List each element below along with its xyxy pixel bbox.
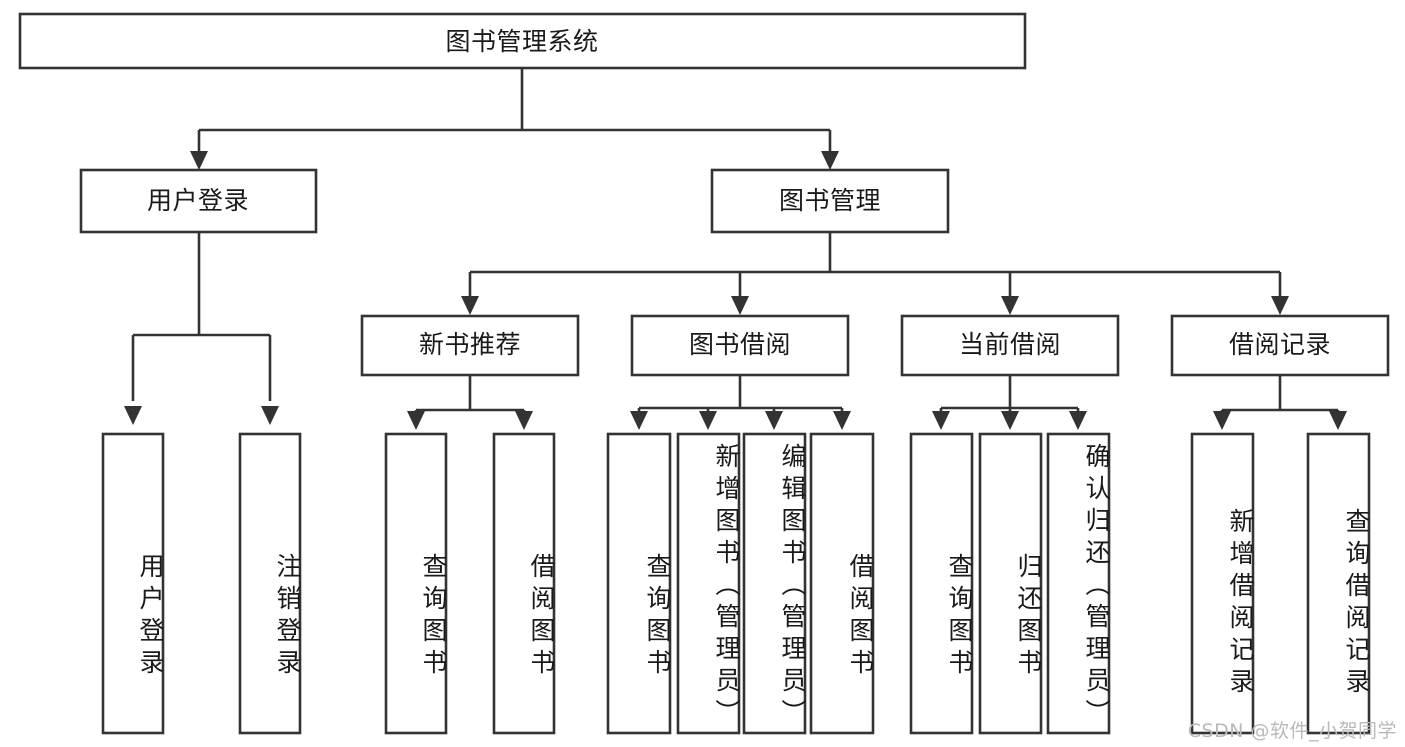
connector-borrow-record-to-leaves xyxy=(1213,375,1347,430)
arrow-icon xyxy=(1213,411,1231,430)
node-leaf-return-book[interactable] xyxy=(978,432,1043,735)
arrow-icon xyxy=(124,406,142,425)
node-user-login[interactable]: 用户登录 xyxy=(79,168,318,234)
node-leaf-borrow-book-1[interactable] xyxy=(492,432,556,735)
arrow-icon xyxy=(407,411,425,430)
arrow-icon xyxy=(731,296,749,315)
node-label-new-book-recommend: 新书推荐 xyxy=(419,330,521,359)
connector-book-borrow-to-leaves xyxy=(630,375,851,430)
node-leaf-add-book[interactable] xyxy=(676,432,741,735)
csdn-watermark: CSDN @软件_小贺同学 xyxy=(1187,720,1397,742)
connector-book-manage-to-level3 xyxy=(461,232,1289,315)
node-label-current-borrow: 当前借阅 xyxy=(959,330,1061,359)
connector-current-borrow-to-leaves xyxy=(932,375,1087,430)
node-leaf-edit-book[interactable] xyxy=(742,432,807,735)
node-leaf-user-login[interactable] xyxy=(101,432,165,735)
node-label-book-borrow: 图书借阅 xyxy=(689,330,791,359)
arrow-icon xyxy=(699,411,717,430)
arrow-icon xyxy=(461,296,479,315)
node-label-borrow-record: 借阅记录 xyxy=(1229,330,1331,359)
arrow-icon xyxy=(821,151,839,170)
node-book-borrow[interactable]: 图书借阅 xyxy=(630,314,850,377)
node-leaf-query-book-3[interactable] xyxy=(909,432,974,735)
arrow-icon xyxy=(261,406,279,425)
arrow-icon xyxy=(1329,411,1347,430)
node-leaf-query-book-2[interactable] xyxy=(606,432,672,735)
arrow-icon xyxy=(765,411,783,430)
connector-root-to-level2 xyxy=(190,68,839,170)
node-borrow-record[interactable]: 借阅记录 xyxy=(1170,314,1390,377)
node-leaf-confirm-return[interactable] xyxy=(1046,432,1111,735)
node-new-book-recommend[interactable]: 新书推荐 xyxy=(360,314,580,377)
node-leaf-borrow-book-2[interactable] xyxy=(809,432,875,735)
arrow-icon xyxy=(932,411,950,430)
connector-new-book-to-leaves xyxy=(407,375,533,430)
node-book-manage[interactable]: 图书管理 xyxy=(710,168,950,234)
node-leaf-query-book-1[interactable] xyxy=(384,432,448,735)
connector-user-login-to-leaves xyxy=(124,232,279,425)
node-label-user-login: 用户登录 xyxy=(147,186,249,215)
arrow-icon xyxy=(1069,411,1087,430)
node-root-system[interactable]: 图书管理系统 xyxy=(18,12,1027,70)
arrow-icon xyxy=(1271,296,1289,315)
arrow-icon xyxy=(190,151,208,170)
arrow-icon xyxy=(1001,411,1019,430)
node-current-borrow[interactable]: 当前借阅 xyxy=(900,314,1120,377)
arrow-icon xyxy=(833,411,851,430)
node-label-root: 图书管理系统 xyxy=(445,27,598,56)
node-label-book-manage: 图书管理 xyxy=(779,186,881,215)
arrow-icon xyxy=(1001,296,1019,315)
node-leaf-query-record[interactable] xyxy=(1306,432,1371,735)
node-leaf-logout[interactable] xyxy=(238,432,302,735)
arrow-icon xyxy=(515,411,533,430)
arrow-icon xyxy=(630,411,648,430)
node-leaf-add-record[interactable] xyxy=(1190,432,1255,735)
